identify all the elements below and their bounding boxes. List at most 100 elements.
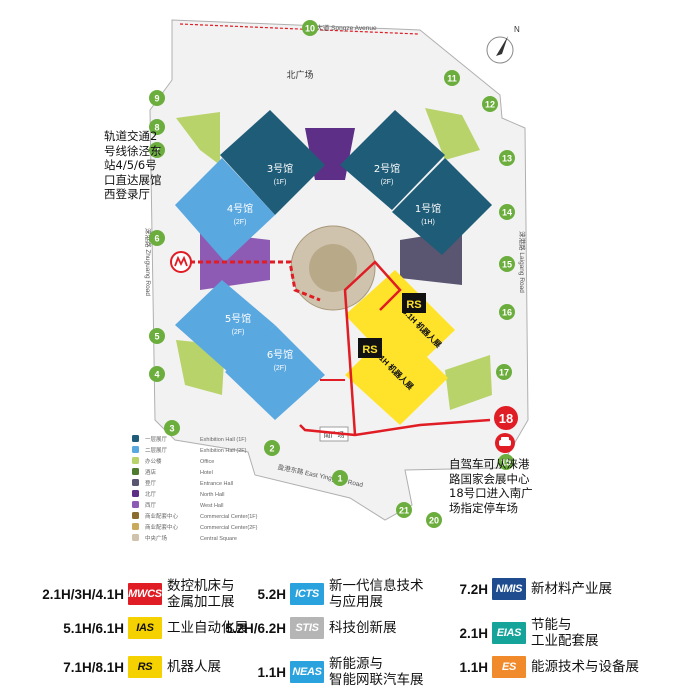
- central-square-inner: [309, 244, 357, 292]
- compass-icon: N: [486, 25, 520, 64]
- legend-text: 节能与 工业配套展: [531, 617, 599, 649]
- hall-2: [340, 110, 445, 210]
- svg-text:商业配套中心: 商业配套中心: [145, 512, 179, 520]
- map-legend-item: 办公楼 Office: [132, 457, 214, 465]
- gate-10: 10: [302, 20, 318, 36]
- svg-text:13: 13: [502, 154, 512, 164]
- svg-text:中央广场: 中央广场: [145, 534, 168, 542]
- hall-3-label: 3号馆: [267, 162, 293, 175]
- svg-text:17: 17: [499, 368, 509, 378]
- legend-hall: 5.2H: [257, 586, 286, 602]
- legend-logo-icon: IAS: [128, 617, 162, 639]
- svg-text:RS: RS: [406, 299, 421, 311]
- green-area-se: [445, 355, 492, 410]
- legend-text: 机器人展: [167, 659, 221, 675]
- svg-text:20: 20: [429, 516, 439, 526]
- gate-20: 20: [426, 512, 442, 528]
- legend-text: 新材料产业展: [531, 581, 612, 597]
- hall-1-label: 1号馆: [415, 202, 441, 215]
- hall-4-label: 4号馆: [227, 202, 253, 215]
- hall-8: [345, 270, 455, 378]
- svg-text:Office: Office: [200, 459, 214, 465]
- map-legend-item: 商业配套中心 Commercial Center(2F): [132, 523, 258, 531]
- legend-hall: 1.1H: [257, 664, 286, 680]
- svg-text:9: 9: [154, 94, 159, 104]
- legend-text: 科技创新展: [329, 620, 397, 636]
- gate-17: 17: [496, 364, 512, 380]
- svg-text:North Hall: North Hall: [200, 492, 224, 498]
- svg-text:16: 16: [502, 308, 512, 318]
- gate-7: 7: [149, 142, 165, 158]
- svg-text:RS: RS: [362, 344, 377, 356]
- legend-logo-icon: MWCS: [128, 583, 162, 605]
- north-plaza-label: 北广场: [286, 69, 313, 81]
- gate-1: 1: [332, 470, 348, 486]
- legend-logo-icon: ES: [492, 656, 526, 678]
- legend-text: 数控机床与 金属加工展: [167, 578, 235, 610]
- legend-text: 工业自动化展: [167, 620, 248, 636]
- svg-text:酒店: 酒店: [145, 468, 157, 476]
- gate-3: 3: [164, 420, 180, 436]
- legend-logo-icon: NMIS: [492, 578, 526, 600]
- legend-logo-icon: ICTS: [290, 583, 324, 605]
- legend-hall: 2.1H/3H/4.1H: [42, 586, 124, 602]
- svg-text:商业配套中心: 商业配套中心: [145, 523, 179, 531]
- hall-6-floor: (2F): [274, 365, 287, 372]
- metro-icon: [170, 251, 192, 273]
- hall-2-label: 2号馆: [374, 162, 400, 175]
- hall-5-floor: (2F): [232, 329, 245, 336]
- gate-5: 5: [149, 328, 165, 344]
- gate-9: 9: [149, 90, 165, 106]
- svg-text:N: N: [514, 25, 520, 34]
- hall-1: [392, 158, 492, 255]
- svg-text:7: 7: [154, 146, 159, 156]
- svg-text:21: 21: [399, 506, 409, 516]
- svg-text:登厅: 登厅: [145, 479, 157, 487]
- svg-text:12: 12: [485, 100, 495, 110]
- hall-4: [175, 158, 275, 262]
- hall-6-label: 6号馆: [267, 348, 293, 361]
- green-area-ne: [425, 108, 480, 160]
- svg-text:办公楼: 办公楼: [145, 457, 162, 465]
- annotation-car: 自驾车可从涞港路国家会展中心18号口进入南广场指定停车场: [449, 457, 533, 515]
- legend-text: 新能源与 智能网联汽车展: [329, 656, 424, 688]
- svg-text:6: 6: [154, 234, 159, 244]
- gate-16: 16: [499, 304, 515, 320]
- svg-text:北厅: 北厅: [145, 490, 157, 498]
- legend-logo-icon: STIS: [290, 617, 324, 639]
- gate-21: 21: [396, 502, 412, 518]
- hall-4-floor: (2F): [234, 219, 247, 226]
- gate-12: 12: [482, 96, 498, 112]
- svg-text:19: 19: [501, 458, 511, 468]
- gate-2: 2: [264, 440, 280, 456]
- svg-text:Commercial Center(2F): Commercial Center(2F): [200, 525, 258, 531]
- rs-logo-1: RS: [402, 293, 426, 313]
- legend-logo-icon: NEAS: [290, 661, 324, 683]
- svg-text:15: 15: [502, 260, 512, 270]
- map-legend-item: 北厅 North Hall: [132, 490, 224, 498]
- svg-text:3: 3: [169, 424, 174, 434]
- legend-hall: 1.1H: [459, 659, 488, 675]
- svg-text:Exhibition Hall (2F): Exhibition Hall (2F): [200, 448, 247, 454]
- svg-text:二层展厅: 二层展厅: [145, 447, 168, 454]
- gate-6: 6: [149, 230, 165, 246]
- legend-text: 新一代信息技术 与应用展: [329, 578, 424, 610]
- car-icon: [495, 433, 515, 453]
- svg-text:West Hall: West Hall: [200, 503, 223, 509]
- road-right-label: 涞港路 Laigang Road: [518, 231, 527, 293]
- map-legend-item: 二层展厅 Exhibition Hall (2F): [132, 446, 247, 454]
- gate-15: 15: [499, 256, 515, 272]
- svg-text:Commercial Center(1F): Commercial Center(1F): [200, 514, 258, 520]
- hall-5-label: 5号馆: [225, 312, 251, 325]
- svg-text:8: 8: [154, 123, 159, 133]
- hall-2-floor: (2F): [381, 179, 394, 186]
- road-top-label: 崧泽大道 Songze Avenue: [303, 23, 377, 32]
